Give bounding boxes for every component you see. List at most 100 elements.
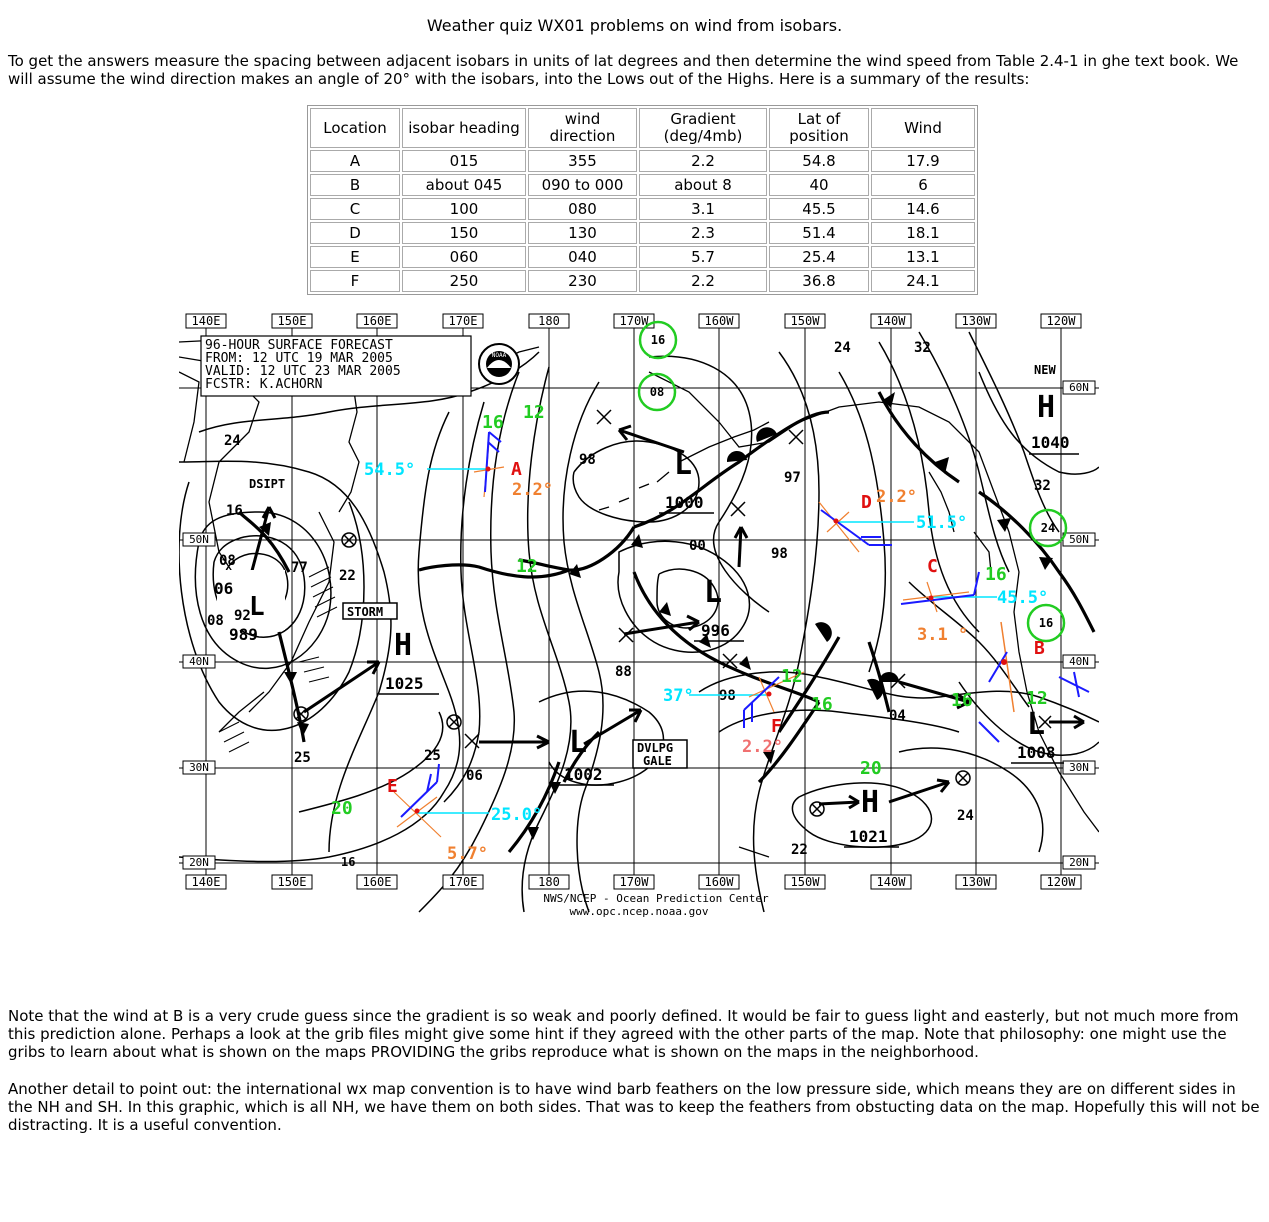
- cell: 18.1: [871, 222, 975, 244]
- speed-label: 16: [482, 412, 504, 433]
- cell: 13.1: [871, 246, 975, 268]
- lat-label: 50N: [189, 533, 209, 546]
- isobar-label: 77: [291, 560, 308, 576]
- gradient-annotation: 3.1 °: [917, 625, 968, 645]
- lon-label: 160E: [363, 314, 392, 328]
- gradient-annotation: 2.2°: [512, 480, 553, 500]
- cell: 2.2: [639, 270, 767, 292]
- cell: C: [310, 198, 400, 220]
- cell: 14.6: [871, 198, 975, 220]
- lat-label: 40N: [1069, 655, 1089, 668]
- lon-label: 120W: [1047, 314, 1077, 328]
- low-value: 996: [701, 621, 730, 640]
- cell: 250: [402, 270, 526, 292]
- lat-label: 30N: [189, 761, 209, 774]
- lon-label: 150E: [278, 875, 307, 889]
- low-label: L: [249, 592, 265, 622]
- results-table: Location isobar heading wind direction G…: [307, 105, 978, 295]
- speed-label: 16: [951, 690, 973, 711]
- isobar-label: 08: [219, 553, 236, 569]
- isobar-label: 04: [889, 708, 906, 724]
- isobar-label: 32: [1034, 478, 1051, 494]
- low-value: 1000: [665, 493, 704, 512]
- lon-label: 150W: [791, 875, 821, 889]
- circled-value: 16: [651, 333, 665, 347]
- gradient-annotation: 2.2°: [742, 737, 783, 757]
- speed-label: 20: [860, 758, 882, 779]
- cell: about 045: [402, 174, 526, 196]
- cell: 3.1: [639, 198, 767, 220]
- lat-annotation: 37°: [663, 686, 694, 706]
- cell: 54.8: [769, 150, 869, 172]
- cell: 36.8: [769, 270, 869, 292]
- lon-label: 170E: [449, 875, 478, 889]
- lat-annotation: 51.5°: [916, 513, 967, 533]
- isobar-label: 98: [719, 688, 736, 704]
- storm-markers: [293, 409, 1052, 817]
- gale-label: GALE: [643, 754, 672, 768]
- cell: 25.4: [769, 246, 869, 268]
- front-symbols: [259, 392, 1053, 840]
- gradient-annotation: 2.2°: [876, 487, 917, 507]
- point-label: A: [511, 459, 522, 480]
- isobar-labels: 24 32 24 32 16 08 06 92 08 77 22 98 97 0…: [207, 340, 1051, 869]
- cell: about 8: [639, 174, 767, 196]
- point-e: E 25.0° 5.7°: [387, 763, 542, 864]
- lon-label: 170W: [620, 314, 650, 328]
- point-d: D 2.2° 51.5°: [818, 487, 967, 553]
- cell: B: [310, 174, 400, 196]
- high-label: H: [394, 628, 412, 663]
- isobar-label: 97: [784, 470, 801, 486]
- lon-label: 180: [538, 314, 560, 328]
- point-label: D: [861, 492, 872, 513]
- credit-line: www.opc.ncep.noaa.gov: [569, 905, 708, 917]
- isobar-label: 16: [341, 855, 355, 869]
- lon-labels-top: 140E 150E 160E 170E 180 170W 160W 150W 1…: [185, 313, 1082, 329]
- lon-label: 140E: [192, 875, 221, 889]
- cell: 100: [402, 198, 526, 220]
- circled-value: 16: [1039, 616, 1053, 630]
- point-label: F: [771, 716, 782, 737]
- high-label: H: [1037, 390, 1055, 425]
- point-label: B: [1034, 638, 1045, 659]
- lon-label: 150E: [278, 314, 307, 328]
- page-title: Weather quiz WX01 problems on wind from …: [426, 16, 843, 35]
- col-wind: Wind: [871, 108, 975, 148]
- movement-arrows: [247, 424, 1085, 810]
- lon-label: 140W: [877, 314, 907, 328]
- cell: 6: [871, 174, 975, 196]
- lon-label: 160W: [705, 875, 735, 889]
- gradient-annotation: 5.7°: [447, 844, 488, 864]
- forecast-header: 96-HOUR SURFACE FORECAST FROM: 12 UTC 19…: [200, 335, 472, 397]
- high-value: 1021: [849, 827, 888, 846]
- col-location: Location: [310, 108, 400, 148]
- isobar-label: 06: [466, 768, 483, 784]
- cell: 45.5: [769, 198, 869, 220]
- cell: 080: [528, 198, 637, 220]
- lon-label: 160E: [363, 875, 392, 889]
- lon-label: 160W: [705, 314, 735, 328]
- weather-map: 140E 150E 160E 170E 180 170W 160W 150W 1…: [179, 312, 1099, 917]
- noaa-logo: NOAA: [478, 343, 520, 385]
- low-label: L: [704, 575, 722, 610]
- isobar-label: 24: [224, 433, 241, 449]
- cell: 5.7: [639, 246, 767, 268]
- wind-speeds: 16 12 12 20 16 12 12 16 20 16: [331, 402, 1048, 819]
- cell: D: [310, 222, 400, 244]
- col-lat: Lat of position: [769, 108, 869, 148]
- pressure-centers: H 1040 NEW H 1025 H 1021 L 1000 L 996 L …: [217, 363, 1079, 848]
- point-b: B: [978, 621, 1090, 743]
- high-value: 1040: [1031, 433, 1070, 452]
- cell: 230: [528, 270, 637, 292]
- isobar-label: 24: [834, 340, 851, 356]
- speed-label: 16: [985, 564, 1007, 585]
- speed-label: 12: [523, 402, 545, 423]
- cell: 060: [402, 246, 526, 268]
- lon-label: 170W: [620, 875, 650, 889]
- point-c: C 45.5° 3.1 °: [900, 556, 1048, 645]
- point-label: E: [387, 776, 398, 797]
